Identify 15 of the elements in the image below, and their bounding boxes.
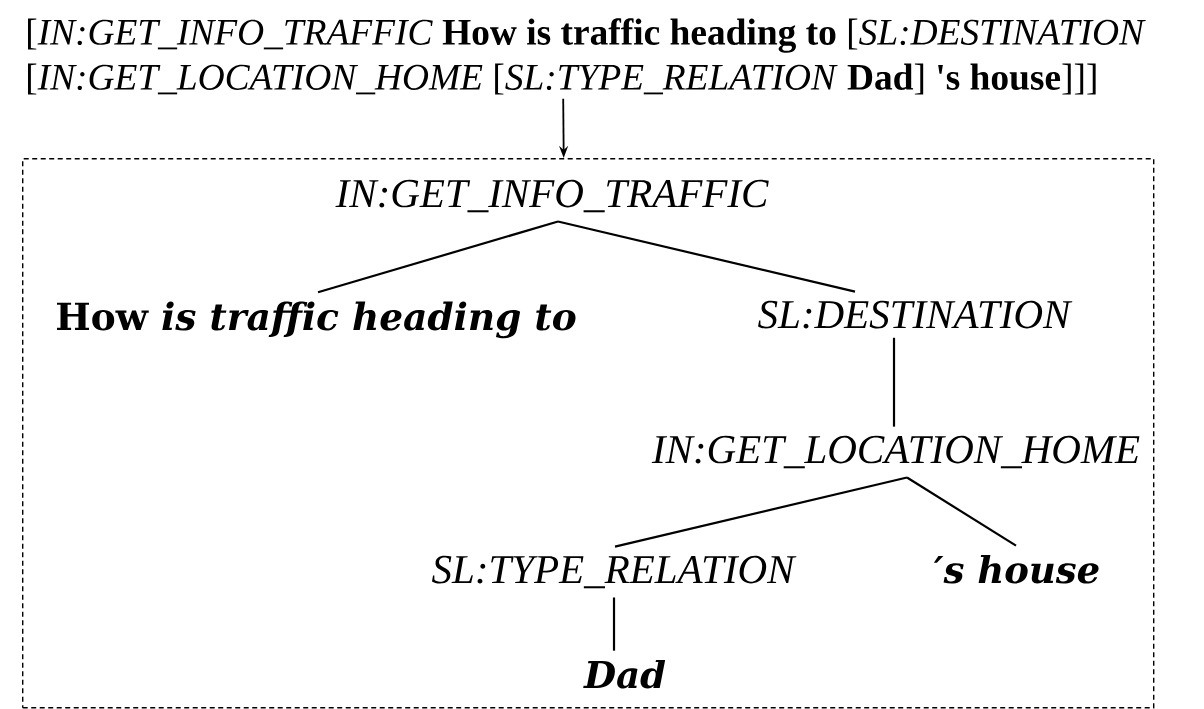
tree-branch: [317, 220, 559, 294]
leaf-text: ′s house: [933, 554, 1099, 584]
node-label: SL:TYPE_RELATION: [432, 555, 797, 589]
dashed-frame: [22, 158, 1155, 709]
tree-branch: [557, 220, 856, 293]
node-label: IN:GET_LOCATION_HOME: [651, 435, 1140, 469]
bracketed-parse-text: [IN:GET_INFO_TRAFFIC How is traffic heading to [SL:DESTINATION [IN:GET_LOCATION_HOME [SL:TYPE_RELATION Dad] 's house]]]: [28, 18, 1146, 95]
tree-branch: [892, 337, 896, 427]
tree-branch: [612, 597, 616, 651]
node-label: SL:DESTINATION: [758, 300, 1073, 329]
node-label: IN:GET_INFO_TRAFFIC: [335, 179, 769, 213]
tree-branch: [614, 476, 908, 548]
leaf-text: How is traffic heading to: [57, 301, 576, 339]
tree-branch: [906, 476, 1017, 547]
leaf-text: Dad: [583, 659, 666, 689]
